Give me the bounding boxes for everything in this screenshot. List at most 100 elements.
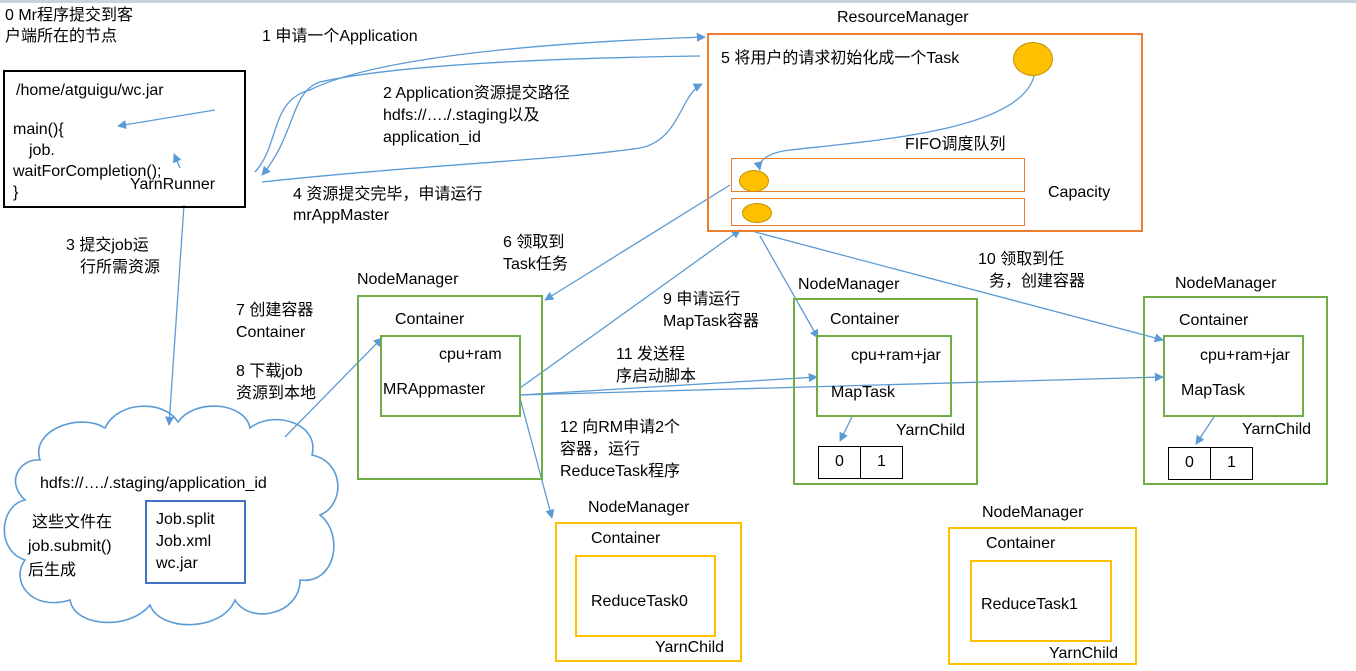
container-map1-box xyxy=(816,335,952,417)
step9-label-line2: MapTask容器 xyxy=(663,313,760,330)
node-manager-map1-box xyxy=(793,298,978,485)
node-manager-reduce0-title: NodeManager xyxy=(588,499,690,516)
container-reduce0-box xyxy=(575,555,716,637)
step11-label: 11 发送程 xyxy=(616,346,686,363)
step7-label: 7 创建容器 xyxy=(236,302,314,319)
queued-task-dot-2 xyxy=(742,203,772,223)
map2-slot-0: 0 xyxy=(1168,447,1211,480)
arrow-map1-to-slot xyxy=(839,416,853,442)
queued-task-dot xyxy=(739,170,769,192)
yarnchild-reduce0-label: YarnChild xyxy=(655,639,725,656)
map1-slot-0: 0 xyxy=(818,446,861,479)
arrow-step12 xyxy=(519,397,555,519)
node-manager-am-box xyxy=(357,295,543,480)
step12-label-line2: 容器，运行 xyxy=(560,441,641,458)
step2-label-line2: hdfs://…./.staging以及 xyxy=(383,107,540,124)
step11-label-line2: 序启动脚本 xyxy=(616,368,697,385)
map2-task-label: MapTask xyxy=(1181,382,1246,399)
yarn-runner-label: YarnRunner xyxy=(130,176,216,193)
jar-path: /home/atguigu/wc.jar xyxy=(16,82,164,99)
step8-label: 8 下载job xyxy=(236,363,303,380)
code-wait: waitForCompletion(); xyxy=(13,163,162,180)
top-divider-line xyxy=(0,0,1356,3)
queue-slot-2 xyxy=(731,198,1025,226)
arrow-step4 xyxy=(261,83,703,183)
container-map1-label: Container xyxy=(830,311,900,328)
step12-label-line3: ReduceTask程序 xyxy=(560,463,681,480)
node-manager-reduce1-box xyxy=(948,527,1137,665)
map1-resources: cpu+ram+jar xyxy=(851,347,941,364)
am-resources: cpu+ram xyxy=(439,346,502,363)
arrow-step11-b xyxy=(519,372,1164,396)
step2-label-line3: application_id xyxy=(383,129,481,146)
arrow-step6 xyxy=(544,184,731,301)
arrow-step9 xyxy=(519,229,741,389)
step4-label: 4 资源提交完毕，申请运行 xyxy=(293,186,483,203)
step6-label-line2: Task任务 xyxy=(503,256,568,273)
queue-slot-1 xyxy=(731,158,1025,192)
code-job: job. xyxy=(29,142,55,159)
arrow-step11-a xyxy=(519,372,818,396)
client-caption-line2: 户端所在的节点 xyxy=(5,28,118,45)
node-manager-map2-title: NodeManager xyxy=(1175,275,1277,292)
map1-task-label: MapTask xyxy=(831,384,896,401)
container-am-label: Container xyxy=(395,311,465,328)
reduce-task1-label: ReduceTask1 xyxy=(981,596,1078,613)
arrow-step1 xyxy=(254,32,706,173)
arrow-step10 xyxy=(754,231,1164,343)
capacity-label: Capacity xyxy=(1048,184,1111,201)
node-manager-map2-box xyxy=(1143,296,1328,485)
fifo-queue-label: FIFO调度队列 xyxy=(905,136,1006,153)
yarnchild-map1-label: YarnChild xyxy=(896,422,966,439)
step2-label: 2 Application资源提交路径 xyxy=(383,85,570,102)
step4-label-line2: mrAppMaster xyxy=(293,207,390,224)
step3-label-line2: 行所需资源 xyxy=(80,259,161,276)
file-wc-jar: wc.jar xyxy=(156,555,198,572)
mr-appmaster-label: MRAppmaster xyxy=(383,381,486,398)
task-dot xyxy=(1013,42,1053,76)
node-manager-am-title: NodeManager xyxy=(357,271,459,288)
node-manager-reduce1-title: NodeManager xyxy=(982,504,1084,521)
arrow-map2-to-slot xyxy=(1195,416,1215,445)
hdfs-cloud-shape xyxy=(3,405,339,626)
container-reduce1-box xyxy=(970,560,1112,642)
arrow-jar-to-main xyxy=(117,109,216,130)
step1-label: 1 申请一个Application xyxy=(262,28,418,45)
step6-label: 6 领取到 xyxy=(503,234,565,251)
arrow-step3 xyxy=(165,204,185,426)
resource-manager-title: ResourceManager xyxy=(837,9,969,26)
map1-slot-1: 1 xyxy=(860,446,903,479)
hdfs-note: 这些文件在 xyxy=(32,514,113,531)
hdfs-note-line2: job.submit() xyxy=(28,538,112,555)
step10-label-line2: 务，创建容器 xyxy=(989,273,1086,290)
container-map2-box xyxy=(1163,335,1304,417)
step10-label: 10 领取到任 xyxy=(978,251,1065,268)
map2-resources: cpu+ram+jar xyxy=(1200,347,1290,364)
map2-slot-1: 1 xyxy=(1210,447,1253,480)
container-am-box xyxy=(380,335,521,417)
arrow-step2 xyxy=(261,55,701,176)
client-box xyxy=(3,70,246,208)
node-manager-reduce0-box xyxy=(555,522,742,662)
resource-manager-box xyxy=(707,33,1143,232)
arrow-to-runner xyxy=(173,153,182,169)
yarnchild-reduce1-label: YarnChild xyxy=(1049,645,1119,662)
step12-label: 12 向RM申请2个 xyxy=(560,419,681,436)
code-main: main(){ xyxy=(13,121,64,138)
client-caption: 0 Mr程序提交到客 xyxy=(5,7,134,24)
reduce-task0-label: ReduceTask0 xyxy=(591,593,688,610)
arrow-rm-to-map1 xyxy=(759,235,819,339)
arrow-step8 xyxy=(284,337,383,438)
container-reduce1-label: Container xyxy=(986,535,1056,552)
file-job-split: Job.split xyxy=(156,511,215,528)
code-close: } xyxy=(13,184,19,201)
file-job-xml: Job.xml xyxy=(156,533,212,550)
hdfs-note-line3: 后生成 xyxy=(28,562,77,579)
step7-label-line2: Container xyxy=(236,324,306,341)
node-manager-map1-title: NodeManager xyxy=(798,276,900,293)
task-init-label: 5 将用户的请求初始化成一个Task xyxy=(721,50,960,67)
yarnchild-map2-label: YarnChild xyxy=(1242,421,1312,438)
step9-label: 9 申请运行 xyxy=(663,291,741,308)
step8-label-line2: 资源到本地 xyxy=(236,385,317,402)
